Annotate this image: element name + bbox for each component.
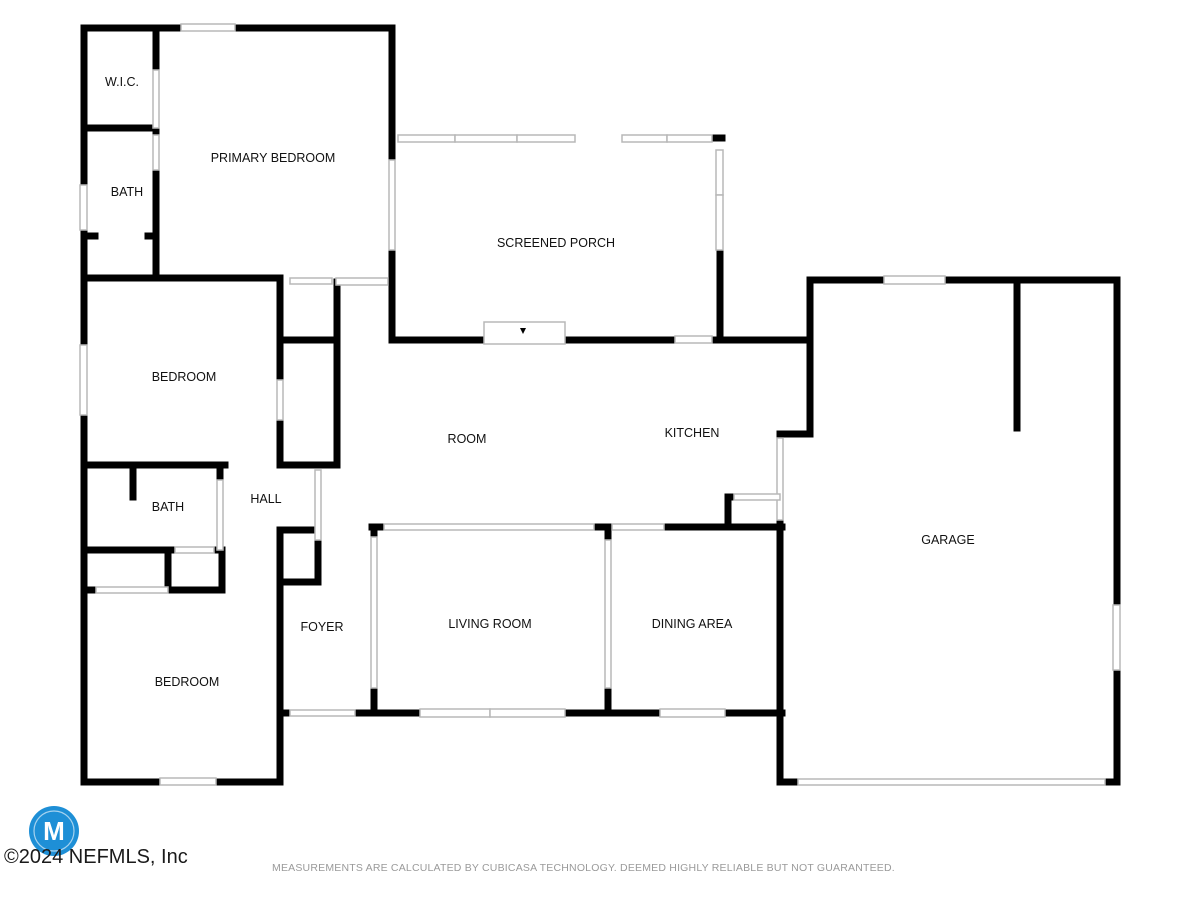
label-living-room: LIVING ROOM	[448, 617, 531, 631]
label-bedroom-1: BEDROOM	[152, 370, 217, 384]
label-bath-primary: BATH	[111, 185, 143, 199]
label-dining-area: DINING AREA	[652, 617, 733, 631]
label-garage: GARAGE	[921, 533, 975, 547]
door-arrow-icon	[520, 328, 526, 334]
mls-logo-icon: M	[29, 806, 79, 856]
label-screened-porch: SCREENED PORCH	[497, 236, 615, 250]
label-bedroom-2: BEDROOM	[155, 675, 220, 689]
label-room: ROOM	[448, 432, 487, 446]
label-kitchen: KITCHEN	[665, 426, 720, 440]
disclaimer-text: MEASUREMENTS ARE CALCULATED BY CUBICASA …	[272, 862, 895, 874]
copyright-text: ©2024 NEFMLS, Inc	[4, 846, 188, 868]
windows	[79, 23, 1121, 786]
label-hall: HALL	[250, 492, 281, 506]
walls	[80, 24, 1121, 786]
label-wic: W.I.C.	[105, 75, 139, 89]
svg-text:M: M	[43, 816, 65, 846]
label-bath-hall: BATH	[152, 500, 184, 514]
label-foyer: FOYER	[300, 620, 343, 634]
label-primary-bedroom: PRIMARY BEDROOM	[211, 151, 336, 165]
